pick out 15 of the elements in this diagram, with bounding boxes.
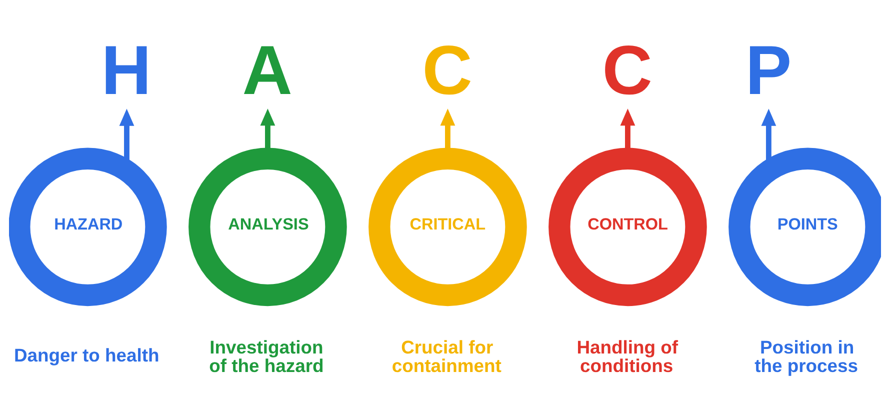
node-circle: POINTS	[728, 147, 880, 306]
node-text: P	[744, 30, 792, 108]
node-circle: CRITICAL	[368, 147, 526, 306]
node-circle: CONTROL	[548, 147, 706, 306]
node-circle: HAZARD	[8, 147, 166, 306]
node-label: Danger to health	[13, 344, 159, 366]
node-label: Position in the process	[754, 336, 858, 376]
node-label: Handling of conditions	[576, 336, 678, 376]
node-label: Investigation of the hazard	[208, 336, 324, 376]
node-label: Crucial for containment	[391, 336, 501, 376]
node-text: C	[602, 30, 652, 108]
node-text: C	[422, 30, 472, 108]
node-circle: ANALYSIS	[188, 147, 346, 306]
node-text: A	[242, 30, 292, 108]
node-text: H	[100, 30, 151, 108]
